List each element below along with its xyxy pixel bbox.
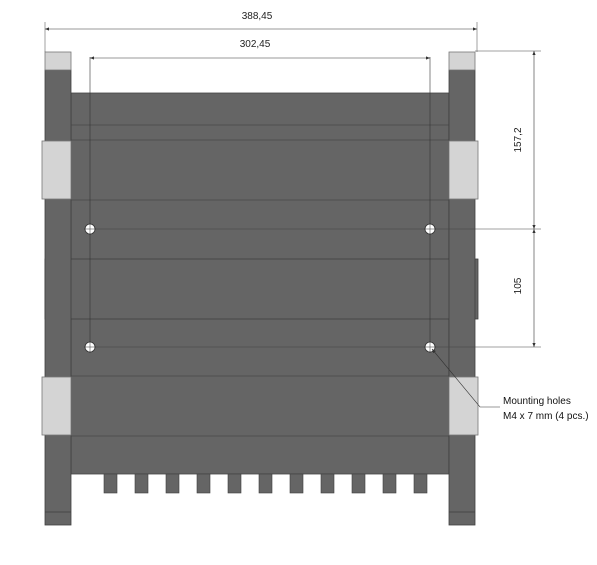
note-leader-line	[431, 348, 500, 408]
middle-band	[44, 258, 479, 320]
right-upper-bracket	[448, 140, 479, 200]
mounting-hole	[84, 223, 96, 235]
bottom-tab	[258, 473, 273, 494]
mounting-hole	[424, 223, 436, 235]
bottom-tab	[103, 473, 118, 494]
bottom-tab	[227, 473, 242, 494]
mounting-hole	[84, 341, 96, 353]
vertical-hole-spacing-label: 105	[513, 277, 524, 294]
bottom-tab	[351, 473, 366, 494]
bottom-tab	[382, 473, 397, 494]
overall-width-label: 388,45	[242, 11, 273, 22]
bottom-tab	[134, 473, 149, 494]
left-upper-bracket	[41, 140, 72, 200]
bottom-tab	[165, 473, 180, 494]
left-rail	[44, 69, 72, 526]
bottom-tab	[413, 473, 428, 494]
hole-spacing-label: 302,45	[240, 39, 271, 50]
note-line-1: Mounting holes	[503, 396, 571, 407]
note-line-2: M4 x 7 mm (4 pcs.)	[503, 411, 589, 422]
bottom-tab	[196, 473, 211, 494]
right-rail	[448, 69, 476, 526]
bottom-tabs	[103, 473, 428, 494]
left-lower-bracket	[41, 376, 72, 436]
left-top-cap	[44, 51, 72, 71]
bottom-tab	[320, 473, 335, 494]
right-lower-bracket	[448, 376, 479, 436]
top-to-hole-label: 157,2	[513, 127, 524, 152]
bottom-tab	[289, 473, 304, 494]
right-top-cap	[448, 51, 476, 71]
